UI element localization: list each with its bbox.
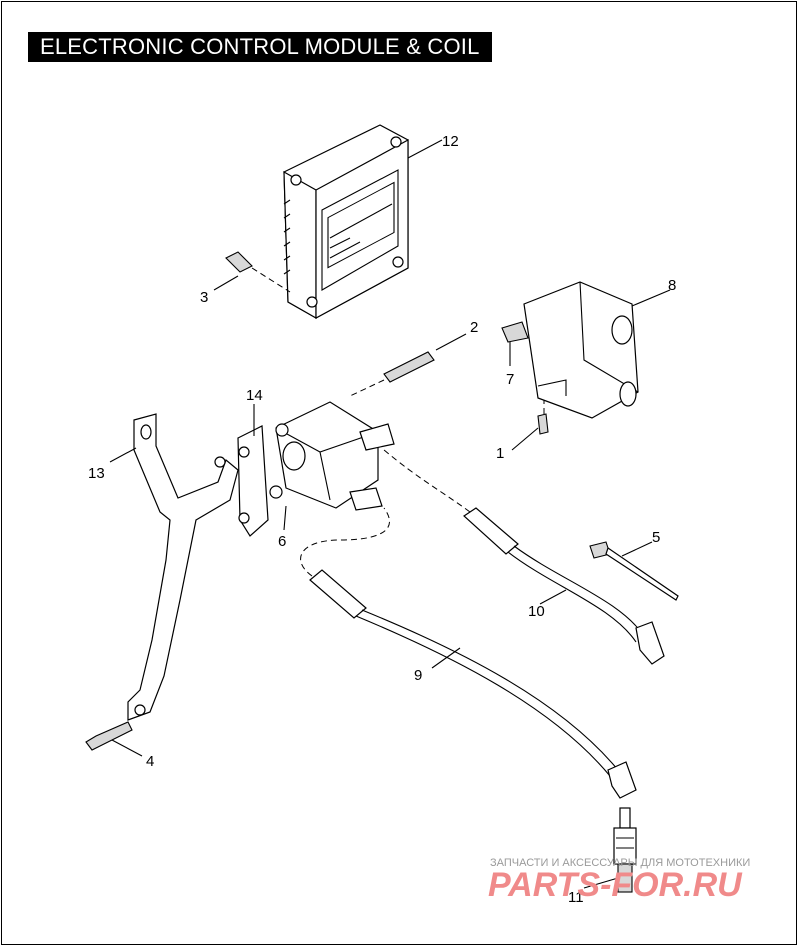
callout-7: 7 <box>506 371 514 388</box>
callout-8: 8 <box>668 277 676 294</box>
callout-5: 5 <box>652 529 660 546</box>
cable-tie-part <box>589 541 679 601</box>
callout-1: 1 <box>496 445 504 462</box>
screw-2-part <box>349 351 435 397</box>
ignition-coil-part <box>269 401 395 511</box>
callout-3: 3 <box>200 289 208 306</box>
callout-6: 6 <box>278 533 286 550</box>
screw-3-part <box>225 251 291 293</box>
bolt-4-part <box>85 721 133 751</box>
spark-plug-wire-10-part <box>383 449 665 665</box>
spark-plug-part <box>613 807 637 893</box>
clip-7-part <box>501 321 529 343</box>
bracket-14-part <box>237 425 269 537</box>
page-title: ELECTRONIC CONTROL MODULE & COIL <box>28 32 492 62</box>
watermark-logo: PARTS-FOR.RU <box>488 866 743 904</box>
coil-cover-part <box>523 281 639 419</box>
callout-4: 4 <box>146 753 154 770</box>
spark-plug-wire-9-part <box>300 507 637 799</box>
screw-1-part <box>537 400 549 435</box>
callout-11: 11 <box>568 889 584 906</box>
leader-lines <box>109 139 671 889</box>
bracket-13-part <box>127 413 239 721</box>
callout-9: 9 <box>414 667 422 684</box>
callout-2: 2 <box>470 319 478 336</box>
callout-14: 14 <box>246 387 263 404</box>
callout-10: 10 <box>528 603 545 620</box>
callout-12: 12 <box>442 133 459 150</box>
watermark-tagline: ЗАПЧАСТИ И АКСЕССУАРЫ ДЛЯ МОТОТЕХНИКИ <box>490 857 750 869</box>
callout-13: 13 <box>88 465 105 482</box>
ecm-module-part <box>283 124 409 320</box>
